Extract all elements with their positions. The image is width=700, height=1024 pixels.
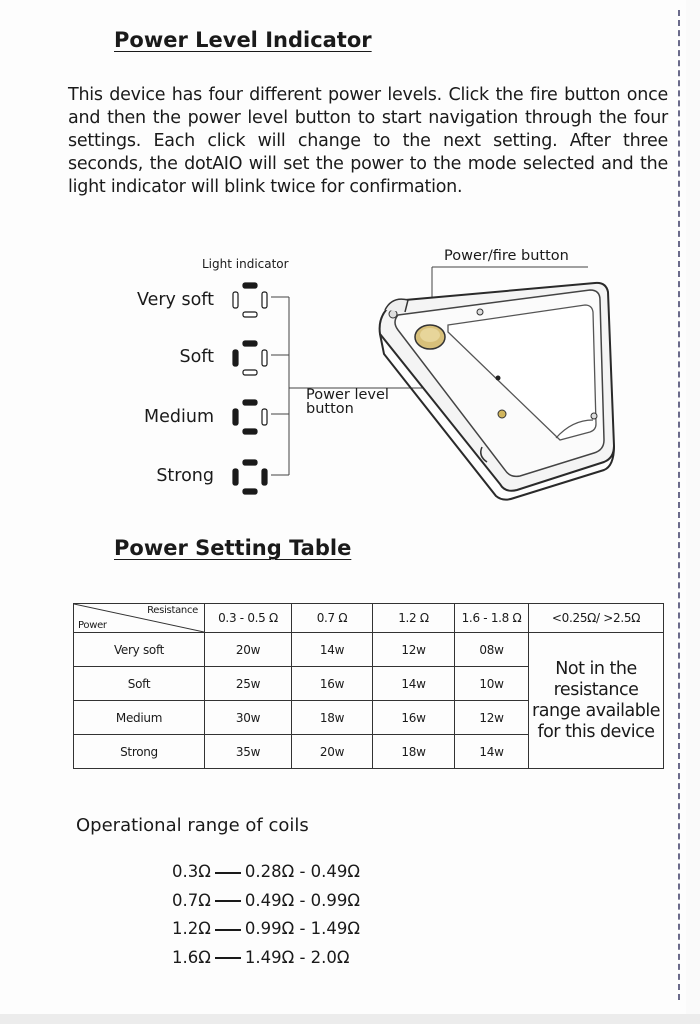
level-label-soft: Soft bbox=[179, 347, 214, 367]
table-cell: 14w bbox=[291, 632, 373, 667]
lit-segment bbox=[232, 349, 239, 367]
lit-segment bbox=[242, 459, 258, 466]
unlit-segment bbox=[242, 369, 258, 376]
table-cell: 14w bbox=[454, 734, 529, 769]
table-header-row: Resistance Power 0.3 - 0.5 Ω 0.7 Ω 1.2 Ω… bbox=[73, 603, 664, 633]
corner-label-power: Power bbox=[78, 620, 107, 631]
table-cell: 25w bbox=[204, 666, 292, 701]
coils-title: Operational range of coils bbox=[76, 815, 309, 836]
cut-line bbox=[678, 10, 680, 1000]
bottom-strip bbox=[0, 1014, 700, 1024]
column-header: 0.7 Ω bbox=[291, 603, 373, 633]
diagram-drawing bbox=[232, 266, 616, 501]
table-cell: 30w bbox=[204, 700, 292, 735]
lit-segment bbox=[242, 340, 258, 347]
table-title: Power Setting Table bbox=[114, 536, 352, 560]
level-label-very-soft: Very soft bbox=[136, 290, 214, 310]
row-label: Soft bbox=[73, 666, 205, 701]
table-cell: 18w bbox=[291, 700, 373, 735]
light-indicator-icon bbox=[232, 282, 268, 318]
coil-nominal: 0.3Ω bbox=[172, 862, 211, 881]
table-cell: 35w bbox=[204, 734, 292, 769]
row-label: Medium bbox=[73, 700, 205, 735]
coil-range: 0.49Ω - 0.99Ω bbox=[244, 890, 360, 910]
table-cell: 16w bbox=[291, 666, 373, 701]
coil-nominal: 0.7Ω bbox=[172, 890, 211, 910]
lit-segment bbox=[242, 488, 258, 495]
range-dash bbox=[214, 871, 241, 874]
unlit-segment bbox=[261, 408, 268, 426]
coil-range: 0.99Ω - 1.49Ω bbox=[244, 919, 360, 938]
light-indicator-label: Light indicator bbox=[202, 257, 289, 271]
lit-segment bbox=[261, 468, 268, 486]
light-indicator-icon bbox=[232, 399, 268, 435]
coil-range-list: 0.3Ω 0.28Ω - 0.49Ω 0.7Ω 0.49Ω - 0.99Ω 1.2Ω 0.… bbox=[172, 858, 360, 972]
range-dash bbox=[214, 928, 241, 931]
power-setting-table: Resistance Power 0.3 - 0.5 Ω 0.7 Ω 1.2 Ω… bbox=[73, 603, 664, 769]
row-label: Strong bbox=[73, 734, 205, 769]
light-indicator-icon bbox=[232, 340, 268, 376]
lit-segment bbox=[232, 408, 239, 426]
coil-range: 1.49Ω - 2.0Ω bbox=[244, 947, 350, 967]
column-header: 1.6 - 1.8 Ω bbox=[454, 603, 529, 633]
range-dash bbox=[214, 957, 241, 959]
power-level-diagram: Light indicator Very soft Soft Medium St… bbox=[0, 248, 686, 510]
light-indicator-icons bbox=[232, 282, 268, 495]
coil-nominal: 1.6Ω bbox=[172, 947, 211, 967]
lit-segment bbox=[242, 282, 258, 289]
coil-nominal: 1.2Ω bbox=[172, 919, 211, 938]
device-illustration bbox=[378, 281, 616, 501]
table-cell: 20w bbox=[291, 734, 373, 769]
table-cell: 20w bbox=[204, 632, 292, 667]
table-corner-cell: Resistance Power bbox=[73, 603, 205, 633]
lit-segment bbox=[242, 399, 258, 406]
coil-range-item: 1.2Ω 0.99Ω - 1.49Ω bbox=[172, 915, 360, 944]
lit-segment bbox=[242, 428, 258, 435]
table-cell: 18w bbox=[372, 734, 455, 769]
intro-paragraph: This device has four different power lev… bbox=[68, 85, 668, 197]
lit-segment bbox=[232, 468, 239, 486]
corner-diagonal bbox=[74, 604, 204, 632]
coil-range-item: 0.7Ω 0.49Ω - 0.99Ω bbox=[172, 887, 360, 916]
column-header: 0.3 - 0.5 Ω bbox=[204, 603, 292, 633]
column-header: <0.25Ω/ >2.5Ω bbox=[528, 603, 664, 633]
level-label-medium: Medium bbox=[144, 407, 214, 427]
range-dash bbox=[214, 900, 241, 902]
unlit-segment bbox=[261, 349, 268, 367]
column-header: 1.2 Ω bbox=[372, 603, 455, 633]
power-fire-button-label: Power/fire button bbox=[444, 248, 569, 264]
table-cell: 14w bbox=[372, 666, 455, 701]
page-title: Power Level Indicator bbox=[114, 28, 372, 52]
table-cell: 12w bbox=[372, 632, 455, 667]
coil-range-item: 0.3Ω 0.28Ω - 0.49Ω bbox=[172, 858, 360, 887]
row-label: Very soft bbox=[73, 632, 205, 667]
table-cell: 08w bbox=[454, 632, 529, 667]
unlit-segment bbox=[242, 311, 258, 318]
corner-label-resistance: Resistance bbox=[147, 605, 198, 616]
manual-page: Power Level Indicator This device has fo… bbox=[0, 10, 686, 1000]
table-cell: 16w bbox=[372, 700, 455, 735]
table-cell: 12w bbox=[454, 700, 529, 735]
unlit-segment bbox=[232, 291, 239, 309]
table-cell: 10w bbox=[454, 666, 529, 701]
light-indicator-icon bbox=[232, 459, 268, 495]
unlit-segment bbox=[261, 291, 268, 309]
coil-range: 0.28Ω - 0.49Ω bbox=[244, 862, 360, 881]
coil-range-item: 1.6Ω 1.49Ω - 2.0Ω bbox=[172, 944, 360, 973]
level-label-strong: Strong bbox=[156, 466, 214, 486]
out-of-range-note: Not in the resistance range available fo… bbox=[528, 632, 664, 769]
